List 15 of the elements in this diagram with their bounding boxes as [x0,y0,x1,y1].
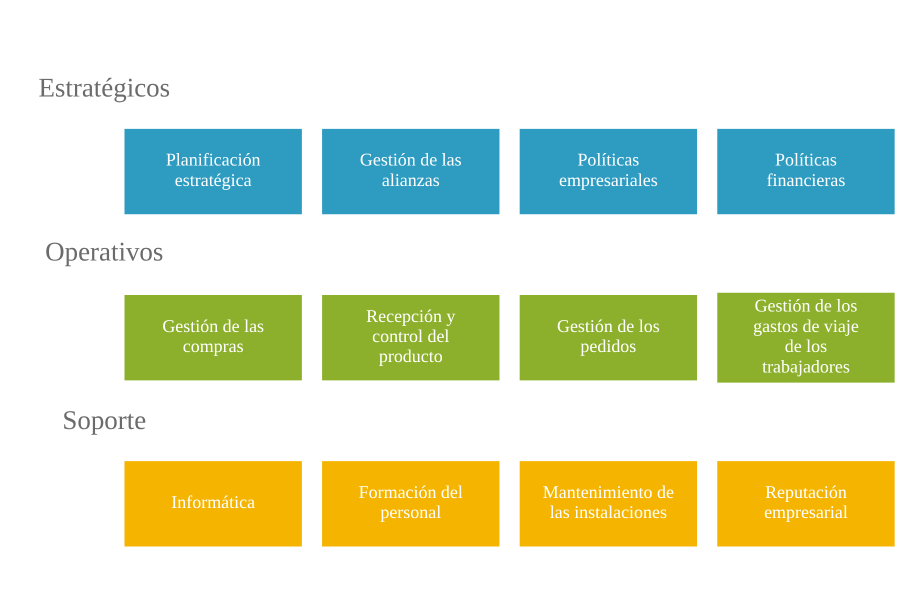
node-box: Gestión de las alianzas [322,128,500,214]
node-box: Gestión de las compras [124,294,302,380]
node-box: Planificación estratégica [124,128,302,214]
label: Operativos [45,236,164,266]
node-box: Políticas empresariales [520,128,698,214]
node-box: Informática [124,460,302,546]
node-box: Formación del personal [322,460,500,546]
node-box: Políticas financieras [717,128,895,214]
node-box: Gestión de los gastos de viaje de los trabajadores [717,292,895,382]
node-box: Gestión de los pedidos [520,294,698,380]
node-box: Recepción y control del producto [322,294,500,380]
node-box: Mantenimiento de las instalaciones [520,460,698,546]
node-box: Reputación empresarial [717,460,895,546]
label: Soporte [62,404,146,434]
label: Estratégicos [38,72,170,102]
